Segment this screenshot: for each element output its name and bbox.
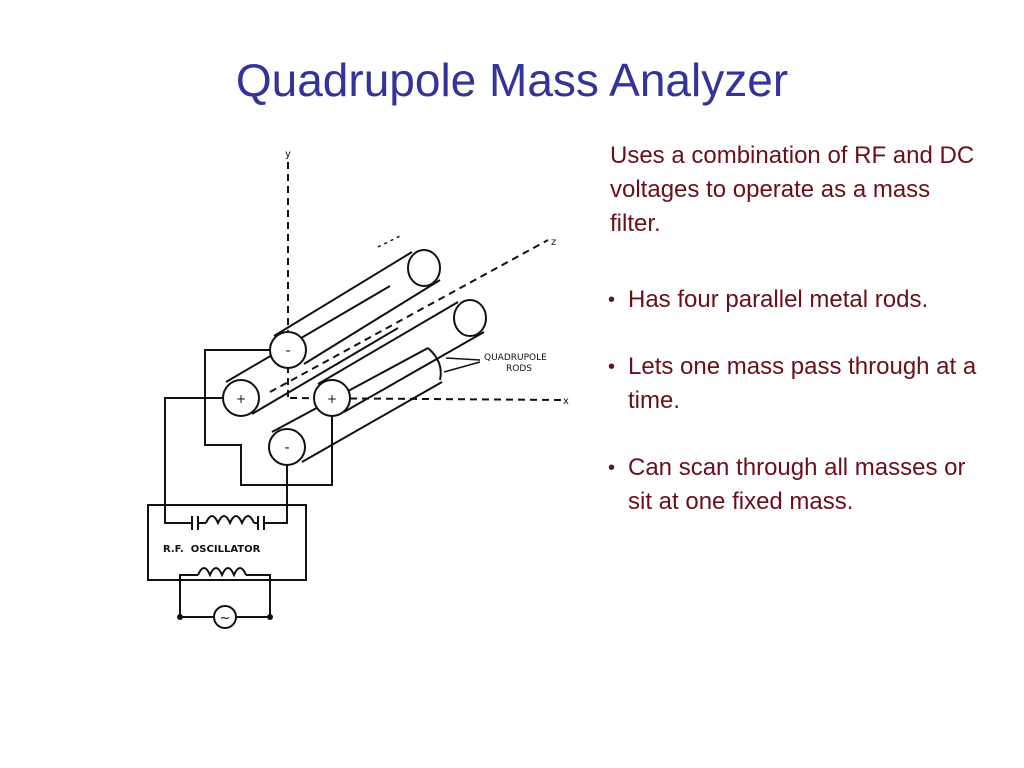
bullet-dot: • bbox=[608, 457, 616, 479]
rod-top-back-end bbox=[407, 249, 441, 287]
rod-bottom-sign: - bbox=[284, 440, 289, 456]
ac-symbol: ~ bbox=[220, 611, 231, 626]
oscillator-label: R.F. OSCILLATOR bbox=[163, 544, 261, 555]
quadrupole-diagram: y z x QUADRUPOLE RODS - + + - R.F. OSCIL… bbox=[147, 149, 569, 629]
bullet-item: • Can scan through all masses or sit at o… bbox=[606, 451, 996, 519]
rod-top-sign: - bbox=[285, 343, 290, 359]
y-axis-label: y bbox=[285, 149, 291, 160]
wire-left-rod bbox=[164, 397, 223, 524]
bullet-text: Can scan through all masses or sit at on… bbox=[628, 454, 966, 515]
bullet-text: Lets one mass pass through at a time. bbox=[628, 353, 977, 414]
bullet-dot: • bbox=[608, 289, 616, 311]
rod-right-sign: + bbox=[327, 392, 337, 406]
rod-bottom bbox=[271, 347, 443, 463]
ac-source-circle bbox=[213, 605, 237, 629]
rod-top bbox=[273, 251, 441, 365]
slide-title: Quadrupole Mass Analyzer bbox=[235, 54, 789, 106]
bullet-dot: • bbox=[608, 356, 616, 378]
rod-right bbox=[317, 301, 485, 413]
rod-right-back-end bbox=[453, 299, 487, 337]
rods-label-line1: QUADRUPOLE bbox=[484, 353, 547, 363]
bullet-item: • Lets one mass pass through at a time. bbox=[606, 350, 996, 418]
bullet-text: Has four parallel metal rods. bbox=[628, 286, 929, 313]
bullet-item: • Has four parallel metal rods. bbox=[606, 283, 996, 317]
rod-left bbox=[225, 285, 399, 415]
primary-coil bbox=[205, 515, 255, 526]
z-axis-line bbox=[269, 239, 549, 393]
x-axis-line bbox=[289, 397, 563, 401]
bullet-list: • Has four parallel metal rods. • Lets one… bbox=[606, 283, 996, 552]
z-axis-label: z bbox=[551, 237, 556, 248]
wire-bottom-rod bbox=[270, 465, 288, 524]
rods-label-line2: RODS bbox=[506, 364, 532, 374]
x-axis-label: x bbox=[563, 396, 569, 407]
secondary-coil bbox=[197, 567, 247, 578]
intro-text: Uses a combination of RF and DC voltages… bbox=[610, 142, 975, 237]
rod-left-sign: + bbox=[236, 392, 246, 406]
wire-top-rod bbox=[204, 349, 333, 486]
oscillator-box bbox=[147, 504, 307, 581]
